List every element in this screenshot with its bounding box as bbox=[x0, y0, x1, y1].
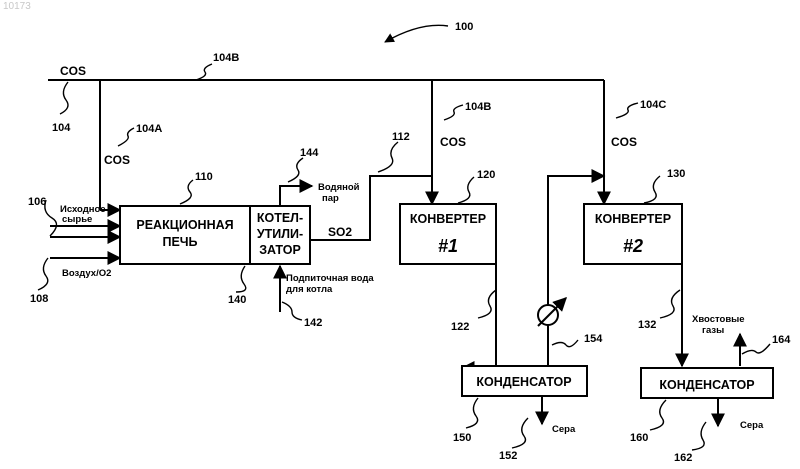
condenser-2-label: КОНДЕНСАТОР bbox=[659, 378, 754, 392]
cos-a-label: COS bbox=[104, 153, 130, 167]
ref-104a: 104A bbox=[136, 123, 162, 135]
leader-104 bbox=[60, 82, 68, 114]
steam-label-line2: пар bbox=[322, 193, 339, 204]
ref-160: 160 bbox=[630, 432, 648, 444]
converter-1-number: #1 bbox=[438, 236, 458, 256]
ref-112: 112 bbox=[392, 131, 410, 143]
ref-120: 120 bbox=[477, 169, 495, 181]
ref-162: 162 bbox=[674, 452, 692, 464]
boiler-water-label-line1: Подпиточная вода bbox=[286, 273, 374, 284]
ref-108: 108 bbox=[30, 293, 48, 305]
sulfur-1-label: Сера bbox=[552, 424, 576, 435]
ref-144: 144 bbox=[300, 147, 319, 159]
leader-162 bbox=[692, 422, 706, 450]
condenser-1-label: КОНДЕНСАТОР bbox=[476, 375, 571, 389]
converter-1-label: КОНВЕРТЕР bbox=[410, 212, 486, 226]
converter-2-number: #2 bbox=[623, 236, 643, 256]
leader-122 bbox=[478, 290, 496, 318]
leader-140 bbox=[236, 266, 246, 292]
ref-104c: 104C bbox=[640, 99, 666, 111]
boiler-water-label-line2: для котла bbox=[286, 284, 333, 295]
cos-main-label: COS bbox=[60, 64, 86, 78]
leader-154 bbox=[552, 340, 578, 347]
leader-106 bbox=[45, 200, 57, 236]
leader-112 bbox=[378, 142, 398, 172]
leader-164 bbox=[742, 344, 770, 354]
ref-152: 152 bbox=[499, 450, 517, 462]
watermark-text: 10173 bbox=[3, 1, 31, 12]
sulfur-2-label: Сера bbox=[740, 420, 764, 431]
figure-ref-arrow bbox=[385, 25, 448, 42]
ref-130: 130 bbox=[667, 168, 685, 180]
steam-label-line1: Водяной bbox=[318, 182, 360, 193]
leader-104a bbox=[118, 128, 134, 146]
tail-gas-label-line2: газы bbox=[702, 325, 724, 336]
tail-gas-label-line1: Хвостовые bbox=[692, 314, 745, 325]
boiler-label-2: УТИЛИ- bbox=[257, 227, 303, 241]
ref-164: 164 bbox=[772, 334, 791, 346]
boiler-label-1: КОТЕЛ- bbox=[257, 211, 303, 225]
leader-104b bbox=[444, 105, 463, 120]
leader-104b-top bbox=[196, 64, 212, 80]
leader-132 bbox=[660, 290, 680, 318]
cos-c-label: COS bbox=[611, 135, 637, 149]
leader-152 bbox=[512, 418, 528, 448]
ref-104: 104 bbox=[52, 122, 71, 134]
ref-140: 140 bbox=[228, 294, 246, 306]
leader-150 bbox=[466, 398, 478, 428]
ref-104b: 104B bbox=[465, 101, 491, 113]
furnace-label-1: РЕАКЦИОННАЯ bbox=[136, 218, 233, 232]
ref-142: 142 bbox=[304, 317, 322, 329]
ref-110: 110 bbox=[195, 171, 213, 183]
converter-2-label: КОНВЕРТЕР bbox=[595, 212, 671, 226]
air-label: Воздух/О2 bbox=[62, 268, 111, 279]
leader-108 bbox=[38, 258, 48, 290]
leader-130 bbox=[644, 176, 660, 203]
leader-142 bbox=[282, 302, 302, 320]
leader-110 bbox=[180, 180, 193, 204]
ref-132: 132 bbox=[638, 319, 656, 331]
converter-1-to-condenser-line bbox=[462, 264, 496, 368]
leader-120 bbox=[458, 177, 474, 203]
ref-106: 106 bbox=[28, 196, 46, 208]
figure-ref-label: 100 bbox=[455, 21, 473, 33]
feed-label-line2: сырье bbox=[62, 214, 92, 225]
so2-label: SO2 bbox=[328, 225, 352, 239]
ref-104b-top: 104B bbox=[213, 52, 239, 64]
ref-154: 154 bbox=[584, 333, 603, 345]
furnace-label-2: ПЕЧЬ bbox=[162, 235, 197, 249]
cos-b-label: COS bbox=[440, 135, 466, 149]
boiler-label-3: ЗАТОР bbox=[259, 243, 301, 257]
ref-150: 150 bbox=[453, 432, 471, 444]
leader-104c bbox=[616, 103, 638, 118]
ref-122: 122 bbox=[451, 321, 469, 333]
leader-144 bbox=[288, 158, 303, 182]
leader-160 bbox=[650, 400, 666, 430]
steam-arrow bbox=[280, 186, 312, 206]
